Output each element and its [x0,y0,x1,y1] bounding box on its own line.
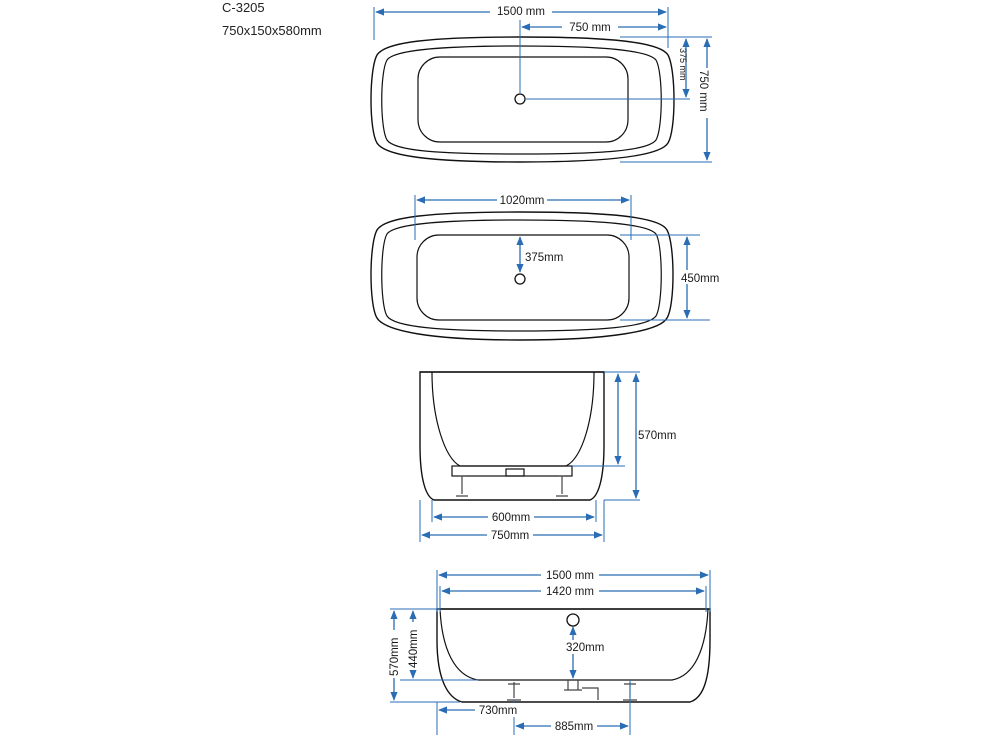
top-view-inner-rim [381,45,662,155]
end-height-label: 570mm [638,430,676,442]
side-view-leg-1 [507,682,521,701]
model-number: C-3205 [222,0,265,15]
end-base-width-label: 600mm [492,512,530,524]
inner-view-outer-rim [370,211,674,341]
side-view-drain-pipe [564,680,599,700]
side-height-label: 570mm [389,638,401,676]
inner-view-drain [514,273,526,285]
end-view-outer-shell [419,371,605,501]
top-view: 1500 mm 750 mm 375 mm 750 mm [370,4,714,163]
end-total-width-label: 750mm [491,530,529,542]
side-inner-length-label: 1420 mm [546,586,594,598]
inner-view-basin [416,234,630,321]
end-view-leg-left [456,475,468,497]
end-view-leg-right [556,475,568,497]
top-length-label: 1500 mm [497,6,545,18]
side-view-outer-shell [436,608,711,703]
overall-size: 750x150x580mm [222,23,322,38]
side-view-inner-shell [439,608,709,681]
basin-width-label: 450mm [681,273,719,285]
top-width-label: 750 mm [697,70,709,112]
overflow-height-label: 320mm [566,642,604,654]
leg-spacing-b-label: 885mm [555,721,593,733]
end-view-base-plate [451,465,573,477]
end-view-inner-shell [431,371,595,467]
end-view: 570mm 600mm 750mm [419,371,685,542]
top-view-drain [514,93,526,105]
side-view: 1500 mm 1420 mm 320mm 570mm 440mm 730mm … [387,568,711,735]
top-view-inner: 1020mm 375mm 450mm [370,193,724,341]
basin-length-label: 1020mm [500,195,545,207]
side-inner-height-label: 440mm [408,630,420,668]
drain-offset-label: 375mm [525,252,563,264]
leg-spacing-a-label: 730mm [479,705,517,717]
side-length-label: 1500 mm [546,570,594,582]
inner-view-inner-rim [381,219,662,332]
top-half-length-label: 750 mm [569,22,611,34]
top-view-outer-rim [370,36,675,163]
top-half-width-label: 375 mm [678,48,688,81]
side-view-overflow [566,613,580,627]
